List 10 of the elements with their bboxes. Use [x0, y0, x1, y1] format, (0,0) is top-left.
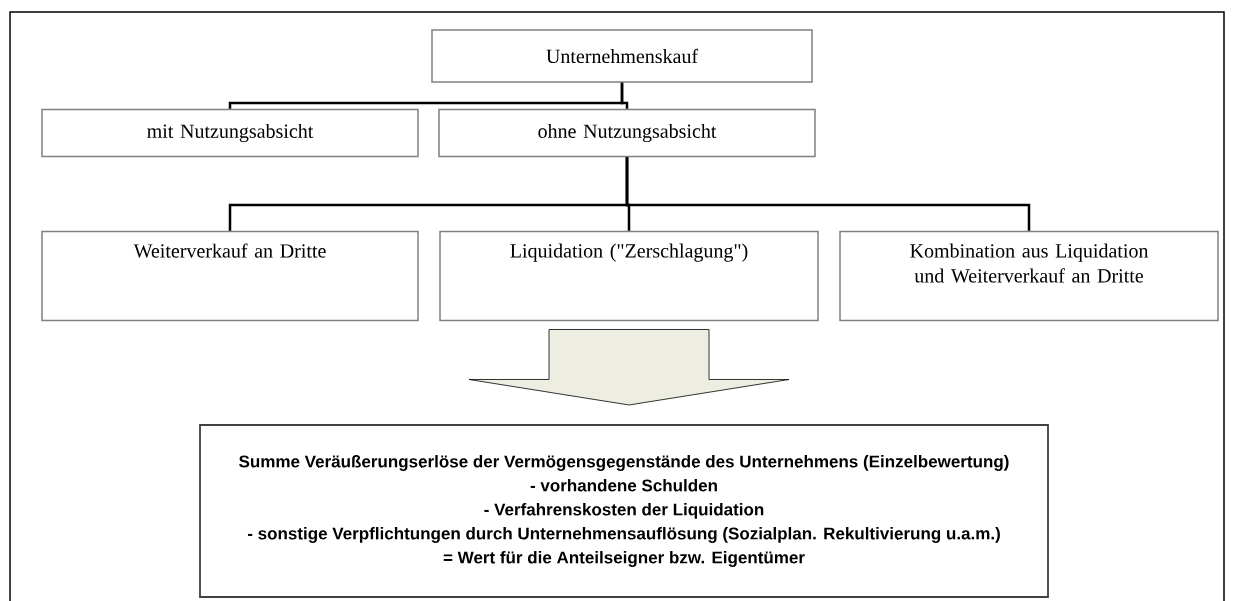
process-box: Unternehmenskauf	[431, 29, 813, 83]
result-box: Summe Veräußerungserlöse der Vermögensgegenstände des Unternehmens (Einzelbewertung) - vorhandene Schulden - Verfahrenskosten der Liquidation - sonstige Verpflichtungen durch Unternehmensauflösung (Sozialplan. Rekultivierung u.a.m.) = Wert für die Anteilseigner bzw. Eigentümer	[199, 424, 1049, 598]
process-box: Kombination aus Liquidation und Weiterverkauf an Dritte	[839, 230, 1219, 322]
connector-line	[625, 157, 1031, 231]
block-arrow	[468, 329, 790, 406]
process-box: Liquidation ("Zerschlagung")	[439, 230, 819, 322]
connector-line	[620, 82, 629, 109]
process-box: Weiterverkauf an Dritte	[41, 230, 419, 322]
process-box: mit Nutzungsabsicht	[41, 108, 419, 158]
process-box: ohne Nutzungsabsicht	[438, 108, 816, 158]
